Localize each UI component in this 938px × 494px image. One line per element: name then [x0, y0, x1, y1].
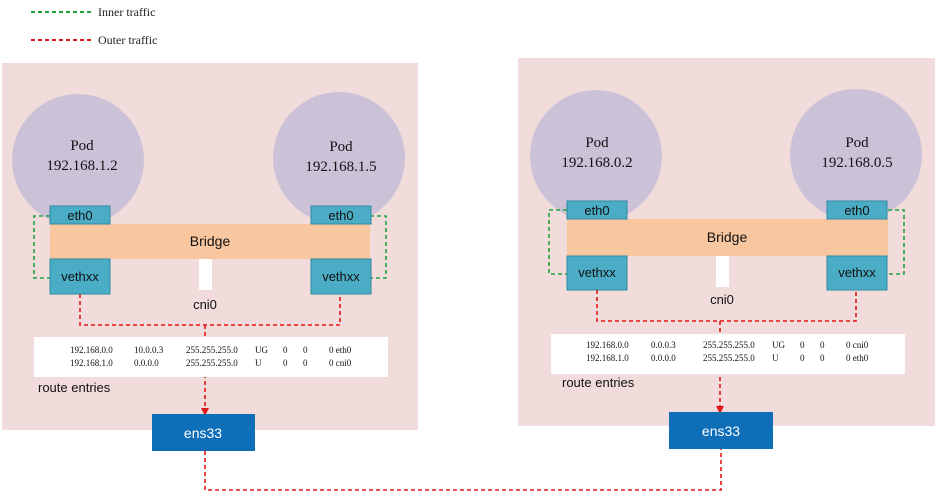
host-2-eth0-left	[566, 200, 628, 220]
host-1-route-caption: route entries	[38, 380, 111, 395]
route-cell: 0 eth0	[846, 353, 869, 363]
route-cell: 0	[820, 340, 825, 350]
route-cell: 255.255.255.0	[703, 353, 755, 363]
host-1-ens33	[152, 414, 255, 451]
route-cell: 0	[283, 358, 288, 368]
route-cell: 192.168.0.0	[586, 340, 629, 350]
host-2-bridge-label: Bridge	[707, 229, 748, 245]
route-cell: 0.0.0.3	[651, 340, 676, 350]
legend-inner-label: Inner traffic	[98, 5, 155, 19]
route-row: 192.168.1.0 0.0.0.0 255.255.255.0 U 0 0 …	[70, 358, 352, 368]
host-2-ens33-label: ens33	[702, 423, 740, 439]
host-1-pod-1-title: Pod	[70, 138, 94, 154]
route-cell: 0	[303, 345, 308, 355]
host-2: Pod 192.168.0.2 Pod 192.168.0.5 Bridge e…	[518, 58, 935, 449]
host-1-pod-2	[273, 92, 405, 224]
host-2-pod-1	[530, 90, 662, 222]
host-2-inner-traffic-path	[548, 209, 905, 275]
host-2-route-table	[551, 334, 905, 374]
host-2-veth-right-label: vethxx	[838, 265, 876, 280]
legend: Inner traffic Outer traffic	[31, 5, 157, 47]
host-1-route-table	[34, 337, 388, 377]
host-2-cni0-gap	[716, 256, 729, 287]
host-2-cni0-label: cni0	[710, 292, 734, 307]
route-cell: 0	[820, 353, 825, 363]
route-cell: U	[255, 358, 262, 368]
host-1-bridge-label: Bridge	[190, 233, 231, 249]
host-1-cni0-label: cni0	[193, 297, 217, 312]
inter-host-outer-link	[204, 449, 722, 491]
route-cell: U	[772, 353, 779, 363]
route-cell: 0	[283, 345, 288, 355]
host-1-eth0-left	[49, 205, 111, 225]
host-2-veth-left-label: vethxx	[578, 265, 616, 280]
host-2-route-caption: route entries	[562, 375, 635, 390]
host-2-pod-2-ip: 192.168.0.5	[821, 155, 892, 171]
route-row: 192.168.1.0 0.0.0.0 255.255.255.0 U 0 0 …	[586, 353, 869, 363]
host-2-pod-1-ip: 192.168.0.2	[561, 155, 632, 171]
host-2-pod-2-title: Pod	[845, 135, 869, 151]
host-2-eth0-right-label: eth0	[844, 203, 869, 218]
route-cell: 0 cni0	[846, 340, 869, 350]
host-1-pod-2-title: Pod	[329, 139, 353, 155]
route-cell: 192.168.0.0	[70, 345, 113, 355]
route-cell: 0 eth0	[329, 345, 352, 355]
route-cell: 255.255.255.0	[703, 340, 755, 350]
route-cell: 0	[800, 340, 805, 350]
route-row: 192.168.0.0 0.0.0.3 255.255.255.0 UG 0 0…	[586, 340, 869, 350]
route-cell: UG	[255, 345, 268, 355]
host-1-veth-right-label: vethxx	[322, 269, 360, 284]
host-1-cni0-gap	[199, 259, 212, 290]
host-1-veth-left	[49, 258, 111, 295]
host-2-pod-2	[790, 89, 922, 221]
host-1-veth-left-label: vethxx	[61, 269, 99, 284]
route-cell: 255.255.255.0	[186, 358, 238, 368]
host-2-eth0-right	[826, 200, 888, 220]
host-1-eth0-right	[310, 205, 372, 225]
host-1-eth0-left-label: eth0	[67, 208, 92, 223]
route-cell: 0.0.0.0	[134, 358, 159, 368]
route-cell: 192.168.1.0	[586, 353, 629, 363]
host-1-bridge	[50, 224, 370, 259]
route-cell: 0	[303, 358, 308, 368]
host-1-eth0-right-label: eth0	[328, 208, 353, 223]
host-2-pod-1-title: Pod	[585, 135, 609, 151]
host-2-ens33	[669, 412, 773, 449]
route-cell: 255.255.255.0	[186, 345, 238, 355]
route-cell: 0 cni0	[329, 358, 352, 368]
host-1-pod-1	[12, 94, 144, 226]
route-cell: 0	[800, 353, 805, 363]
host-2-veth-left	[566, 255, 628, 291]
host-1-route-rows: 192.168.0.0 10.0.0.3 255.255.255.0 UG 0 …	[70, 345, 352, 368]
route-row: 192.168.0.0 10.0.0.3 255.255.255.0 UG 0 …	[70, 345, 352, 355]
host-1-pod-1-ip: 192.168.1.2	[46, 158, 117, 174]
legend-outer-label: Outer traffic	[98, 33, 157, 47]
host-2-route-rows: 192.168.0.0 0.0.0.3 255.255.255.0 UG 0 0…	[586, 340, 869, 363]
host-1-veth-right	[310, 258, 372, 295]
route-cell: 0.0.0.0	[651, 353, 676, 363]
route-cell: 192.168.1.0	[70, 358, 113, 368]
host-2-eth0-left-label: eth0	[584, 203, 609, 218]
host-1: Pod 192.168.1.2 Pod 192.168.1.5 Bridge e…	[2, 63, 418, 451]
host-1-ens33-label: ens33	[184, 425, 222, 441]
route-cell: UG	[772, 340, 785, 350]
route-cell: 10.0.0.3	[134, 345, 164, 355]
host-1-pod-2-ip: 192.168.1.5	[305, 159, 376, 175]
host-1-inner-traffic-path	[33, 215, 387, 279]
host-2-bridge	[567, 219, 888, 256]
host-2-veth-right	[826, 255, 888, 291]
